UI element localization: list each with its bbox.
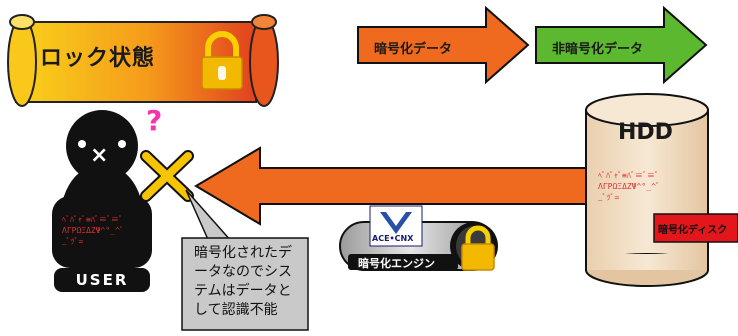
- hdd-cylinder: [585, 93, 709, 287]
- engine-logo-text: ACE•CNX: [372, 234, 414, 243]
- blocked-x-mark: [140, 150, 194, 202]
- checkmark-logo-icon: [380, 212, 412, 234]
- encrypted-data-label: 暗号化データ: [374, 42, 453, 57]
- cross-eyes-icon: ×: [90, 143, 108, 168]
- user-figure: ×: [52, 110, 152, 292]
- banner-title: ロック状態: [40, 46, 156, 71]
- encrypted-disk-tag: [653, 213, 738, 243]
- encrypted-data-arrow: [357, 5, 530, 85]
- engine-label: 暗号化エンジン: [358, 257, 435, 270]
- callout-box: [181, 189, 309, 331]
- callout-text: 暗号化されたデ ータなのでシス テムはデータと して認識不能: [194, 245, 292, 318]
- garbled-text: ﾍﾟﾊﾟｬﾟ≡ﾊﾞ≡ﾞ≡ﾟ ΛΓΡΩΞΔΖΨ^°_^ﾞ _ﾟﾂﾟ=: [62, 215, 124, 246]
- engine-padlock-icon: [461, 225, 495, 271]
- padlock-icon: [201, 31, 243, 90]
- unencrypted-data-label: 非暗号化データ: [552, 42, 644, 57]
- user-label: USER: [75, 271, 129, 289]
- unencrypted-data-arrow: [535, 5, 708, 85]
- encrypted-disk-label: 暗号化ディスク: [658, 225, 728, 236]
- hdd-title: HDD: [618, 120, 673, 145]
- hdd-garbled-text: ﾍﾟﾊﾟｬﾟ≡ﾊﾞ≡ﾞ≡ﾟ ΛΓΡΩΞΔΖΨ^°_^ﾞ _ﾟﾂﾟ=: [598, 171, 660, 202]
- question-mark-icon: ?: [146, 104, 163, 137]
- data-flow-arrow: [194, 146, 589, 226]
